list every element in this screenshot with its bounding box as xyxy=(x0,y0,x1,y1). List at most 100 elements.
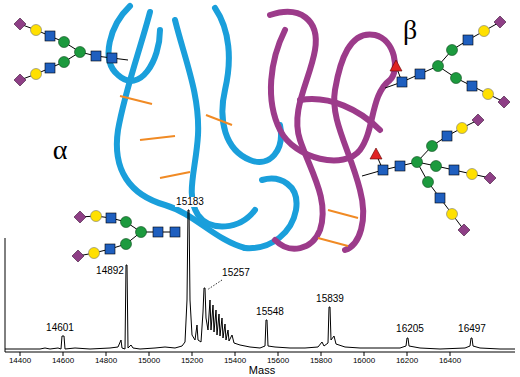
disulfide-bond xyxy=(328,210,358,218)
glcnac-square xyxy=(378,165,388,175)
mannose-circle xyxy=(427,141,438,152)
mannose-circle xyxy=(121,239,132,250)
glcnac-square xyxy=(45,31,55,41)
glcnac-square xyxy=(449,165,459,175)
alpha-ribbon xyxy=(109,6,297,248)
mannose-circle xyxy=(431,161,442,172)
sialic-diamond xyxy=(14,18,26,30)
galactose-circle xyxy=(483,89,494,100)
glycan-bond xyxy=(438,22,500,66)
galactose-circle xyxy=(479,26,490,37)
mannose-circle xyxy=(121,217,132,228)
galactose-circle xyxy=(91,211,102,222)
sialic-diamond xyxy=(472,114,484,126)
axis-tick xyxy=(63,352,64,356)
peak-mass: 16205 xyxy=(395,324,425,334)
glycan-bond xyxy=(438,66,504,102)
axis-tick-label: 15400 xyxy=(223,357,247,365)
sialic-diamond xyxy=(484,172,496,184)
axis-tick-label: 15600 xyxy=(266,357,290,365)
beta-ribbon xyxy=(270,12,395,250)
peak-mass: 14601 xyxy=(45,323,75,333)
leader-line xyxy=(207,280,222,290)
glcnac-square xyxy=(170,227,180,237)
spectrum-trace xyxy=(5,210,515,349)
spectrum-axes xyxy=(5,238,515,356)
glycan-bond xyxy=(20,24,80,52)
glcnac-square xyxy=(107,53,117,63)
axis-tick xyxy=(450,352,451,356)
axis-tick-label: 16200 xyxy=(395,357,419,365)
galactose-circle xyxy=(31,69,42,80)
peak-mass: 16497 xyxy=(457,324,487,334)
axis-tick xyxy=(20,352,21,356)
disulfide-bonds xyxy=(120,96,358,246)
glcnac-square xyxy=(415,69,425,79)
mannose-circle xyxy=(451,73,462,84)
sialic-diamond xyxy=(72,250,84,262)
axis-tick-label: 16400 xyxy=(438,357,462,365)
x-axis xyxy=(5,352,515,353)
glcnac-square xyxy=(435,193,445,203)
galactose-circle xyxy=(467,169,478,180)
peak-mass: 15839 xyxy=(315,294,345,304)
glcnac-square xyxy=(105,244,115,254)
mannose-circle xyxy=(136,227,147,238)
mannose-circle xyxy=(59,37,70,48)
sialic-diamond xyxy=(498,96,510,108)
glycan-bond xyxy=(417,162,490,178)
ribbon-strand xyxy=(175,20,255,226)
disulfide-bond xyxy=(318,238,348,246)
glycan-bond xyxy=(80,52,128,60)
axis-tick-label: 16000 xyxy=(352,357,376,365)
axis-title: Mass xyxy=(248,365,276,376)
mannose-circle xyxy=(412,157,423,168)
peak-mass: 15257 xyxy=(221,268,251,278)
disulfide-bond xyxy=(140,136,175,140)
peak-mass: 15183 xyxy=(175,197,205,207)
axis-tick-label: 15800 xyxy=(309,357,333,365)
sialic-diamond xyxy=(494,16,506,28)
axis-tick-label: 15200 xyxy=(180,357,204,365)
axis-tick-label: 14600 xyxy=(51,357,75,365)
axis-tick-label: 14400 xyxy=(8,357,32,365)
axis-tick xyxy=(192,352,193,356)
y-axis xyxy=(5,238,6,352)
sialic-acid-symbols xyxy=(14,16,510,262)
axis-tick xyxy=(407,352,408,356)
axis-tick-label: 14800 xyxy=(94,357,118,365)
axis-tick xyxy=(364,352,365,356)
ribbon-strand xyxy=(109,6,160,81)
glcnac-square xyxy=(91,51,101,61)
axis-tick-label: 15000 xyxy=(137,357,161,365)
glcnac-square xyxy=(467,81,477,91)
axis-tick xyxy=(235,352,236,356)
galactose-circle xyxy=(447,209,458,220)
mannose-circle xyxy=(433,61,444,72)
glycan-bond xyxy=(417,162,464,230)
axis-tick xyxy=(278,352,279,356)
axis-tick xyxy=(149,352,150,356)
disulfide-bond xyxy=(120,96,152,104)
glcnac-square xyxy=(463,35,473,45)
glcnac-square xyxy=(395,161,405,171)
subunit-label: α xyxy=(52,136,69,164)
mannose-circle xyxy=(75,47,86,58)
sialic-diamond xyxy=(14,74,26,86)
ribbon-strand xyxy=(271,30,395,250)
glycan-bond xyxy=(362,162,417,176)
galactose-circle xyxy=(89,248,100,259)
fucose-triangle xyxy=(370,148,382,159)
glcnac-square xyxy=(106,213,116,223)
peak-mass: 14892 xyxy=(95,266,125,276)
glycan-bond xyxy=(417,120,478,162)
glycan-linkages xyxy=(20,22,504,256)
mannose-circle xyxy=(59,57,70,68)
axis-tick xyxy=(106,352,107,356)
galactose-circle xyxy=(457,123,468,134)
ribbon-strand xyxy=(300,99,380,130)
galactose-circle xyxy=(31,25,42,36)
disulfide-bond xyxy=(160,172,190,178)
